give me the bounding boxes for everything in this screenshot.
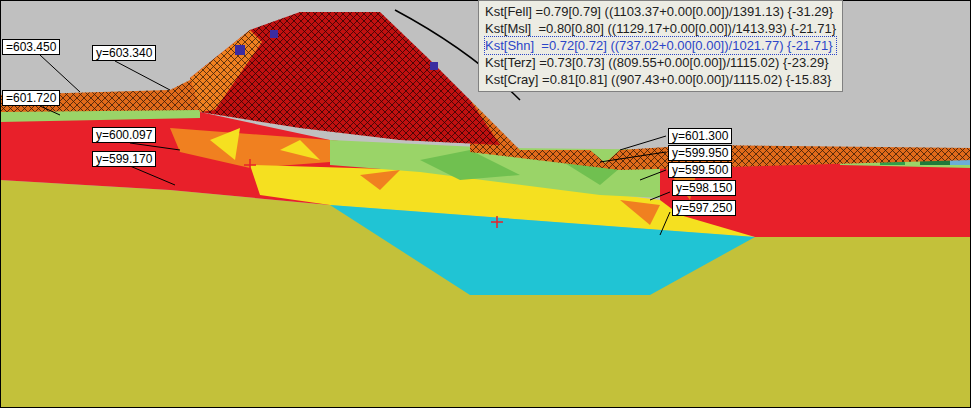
elevation-tag: y=597.250 [672,200,736,216]
result-panel: Kst[Fell] =0.79[0.79] ((1103.37+0.00[0.0… [478,0,843,92]
elevation-tag: y=599.500 [668,162,732,178]
elevation-tag: y=599.170 [92,151,156,167]
factor-line: Kst[Shn] =0.72[0.72] ((737.02+0.00[0.00]… [485,37,836,54]
factor-line: Kst[Fell] =0.79[0.79] ((1103.37+0.00[0.0… [485,3,836,20]
factor-line: Kst[Terz] =0.73[0.73] ((809.55+0.00[0.00… [485,54,836,71]
elevation-tag: y=601.300 [668,128,732,144]
factor-line: Kst[Msl] =0.80[0.80] ((1129.17+0.00[0.00… [485,20,836,37]
elevation-tag: y=603.340 [92,45,156,61]
elevation-tag: y=600.097 [92,127,156,143]
elevation-tag: =603.450 [2,39,60,55]
elevation-tag: y=598.150 [672,180,736,196]
elevation-tag: y=599.950 [668,145,732,161]
elevation-tag: =601.720 [2,90,60,106]
factor-line: Kst[Cray] =0.81[0.81] ((907.43+0.00[0.00… [485,71,836,88]
